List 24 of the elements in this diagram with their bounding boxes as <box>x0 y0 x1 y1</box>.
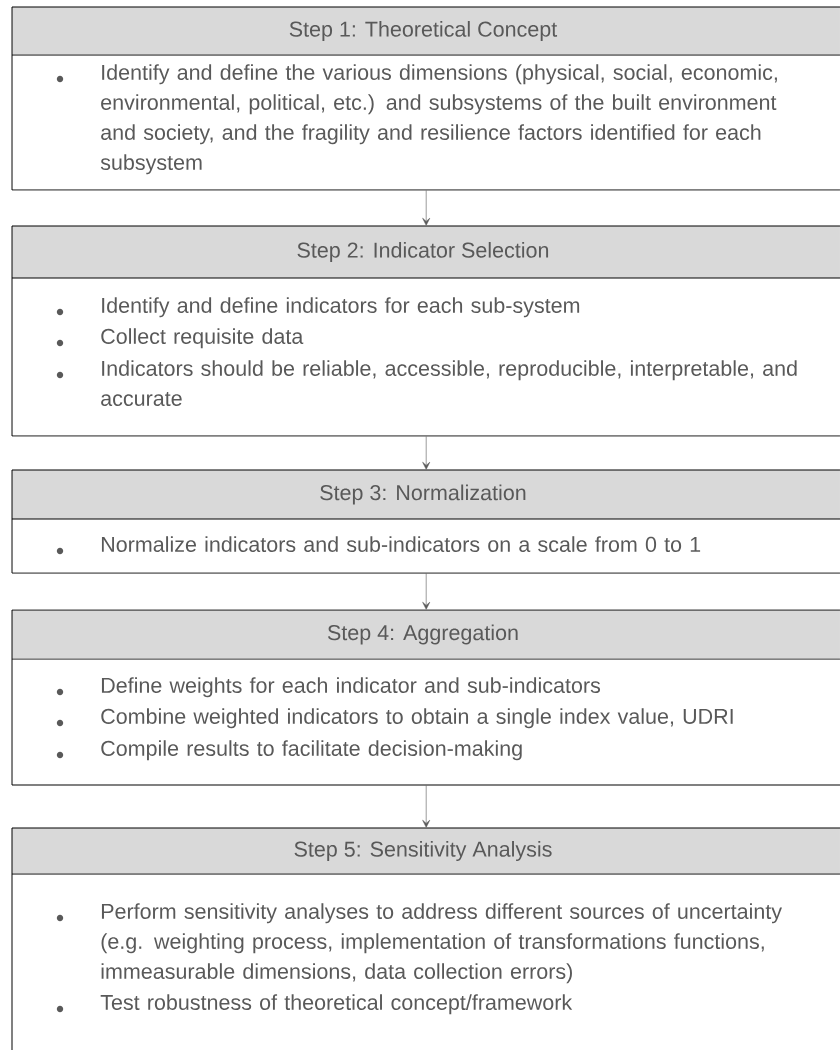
bullet-text: Compile results to facilitate decision-making <box>101 740 522 761</box>
arrow <box>422 190 431 226</box>
bullet-text: Indicators should be reliable, accessible, reproducible, interpretable, and accurate <box>101 360 797 406</box>
step-heading: Step 4: Aggregation <box>327 624 518 645</box>
arrow <box>422 573 431 610</box>
bullet-text: Define weights for each indicator and sub-indicators <box>101 677 601 698</box>
arrow <box>422 785 431 828</box>
step-heading: Step 1: Theoretical Concept <box>289 21 558 42</box>
bullet-text: Identify and define indicators for each sub-system <box>102 297 580 318</box>
step-heading: Step 5: Sensitivity Analysis <box>294 841 552 862</box>
step-box <box>11 6 840 191</box>
step-heading: Step 2: Indicator Selection <box>297 242 549 263</box>
arrow <box>422 436 431 470</box>
step-heading: Step 3: Normalization <box>320 484 526 505</box>
bullet-text: Normalize indicators and sub-indicators on a scale from 0 to 1 <box>101 536 701 552</box>
bullet-text: Identify and define the various dimensions (physical, social, economic, environmental, political, etc.) and subsystems of the built environment and society, and the fragility and resilience factors identified for each subsystem <box>100 64 777 175</box>
bullet-text: Test robustness of theoretical concept/framework <box>100 994 573 1015</box>
bullet-text: Perform sensitivity analyses to address different sources of uncertainty (e.g. weighting process, implementation of transformations functions, immeasurable dimensions, data collection errors) <box>101 903 782 984</box>
bullet-text: Collect requisite data <box>101 328 304 349</box>
step-box <box>11 469 840 574</box>
step-box <box>11 225 840 437</box>
step-box <box>11 609 840 786</box>
step-box <box>11 827 840 1050</box>
bullet-text: Combine weighted indicators to obtain a single index value, UDRI <box>101 708 733 729</box>
